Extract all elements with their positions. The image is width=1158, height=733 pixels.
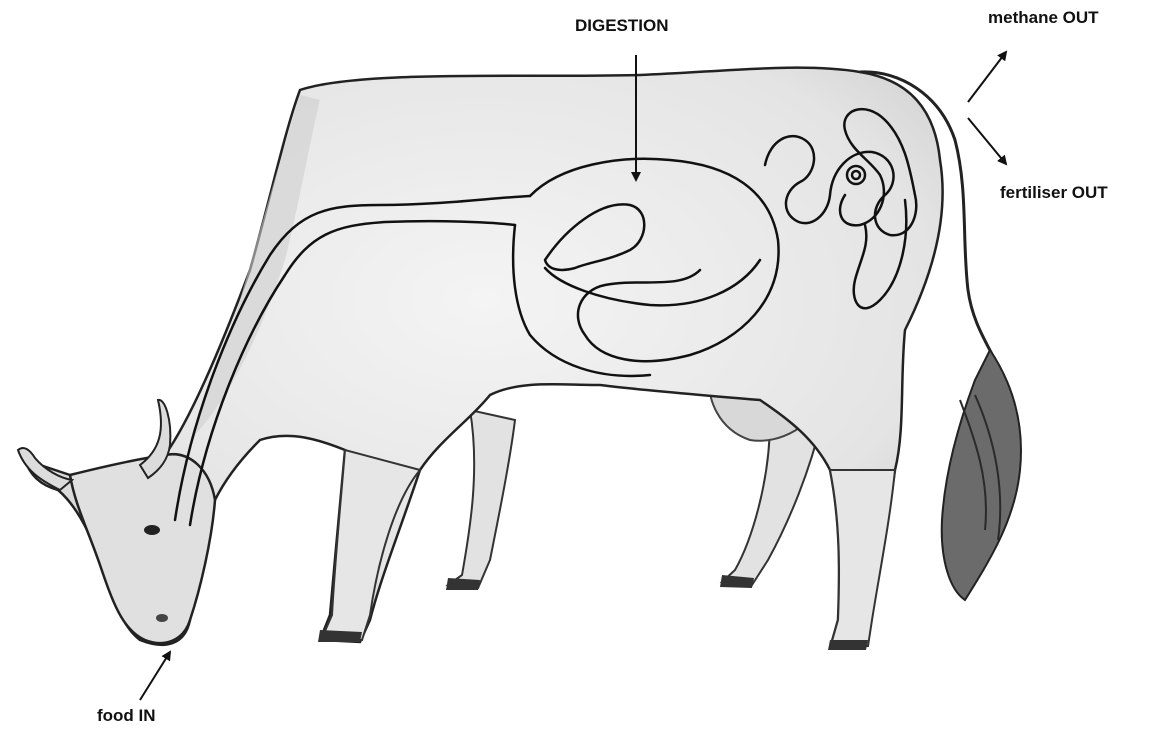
cow-nostril-icon bbox=[156, 614, 168, 622]
digestion-label: DIGESTION bbox=[575, 16, 669, 36]
cow-head bbox=[70, 454, 215, 643]
cow-hooves bbox=[318, 575, 868, 650]
fertiliser-arrow bbox=[968, 118, 1006, 164]
fertiliser-out-label: fertiliser OUT bbox=[1000, 183, 1108, 203]
cow-eye-icon bbox=[144, 525, 160, 535]
cow-near-legs bbox=[322, 450, 895, 648]
food-arrow bbox=[140, 652, 170, 700]
methane-arrow bbox=[968, 52, 1006, 102]
methane-out-label: methane OUT bbox=[988, 8, 1099, 28]
food-in-label: food IN bbox=[97, 706, 156, 726]
